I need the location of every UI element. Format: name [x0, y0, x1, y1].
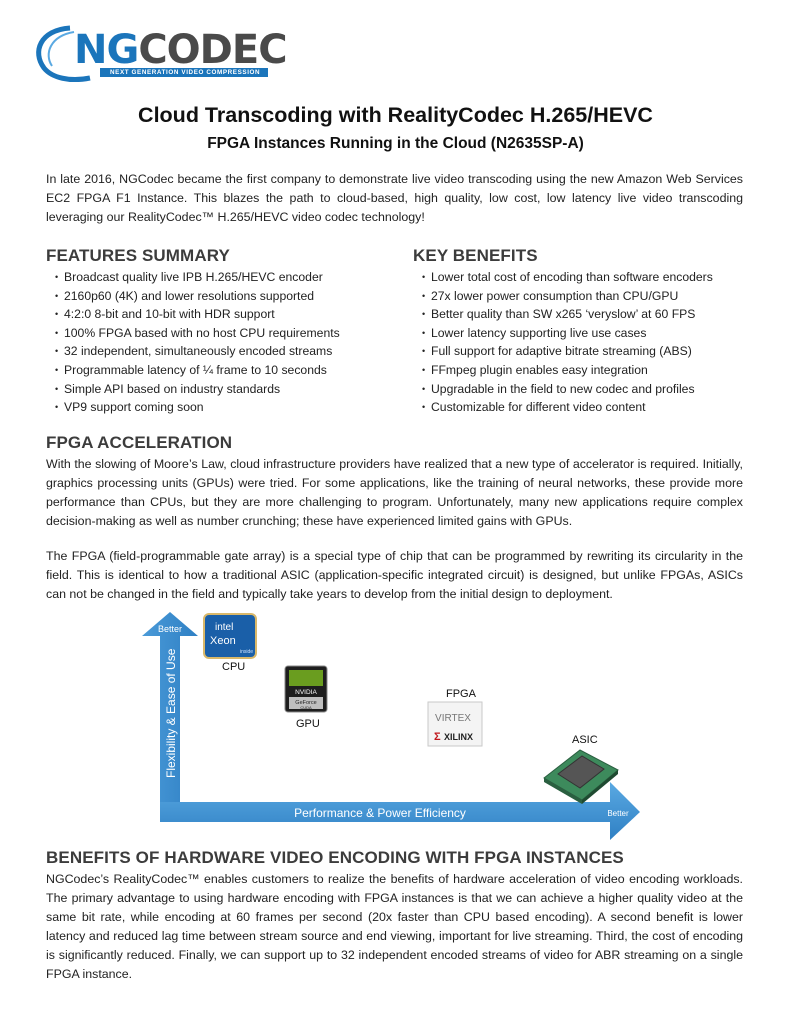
x-axis-arrow	[160, 782, 640, 840]
svg-text:GeForce: GeForce	[295, 700, 316, 706]
svg-text:CUDA: CUDA	[300, 705, 312, 710]
hardware-encoding-heading: BENEFITS OF HARDWARE VIDEO ENCODING WITH…	[46, 848, 624, 867]
x-better-label: Better	[607, 809, 629, 818]
svg-text:XILINX: XILINX	[444, 732, 473, 742]
logo-wordmark: NGCODEC	[74, 27, 288, 73]
gpu-label: GPU	[296, 718, 320, 730]
svg-text:inside: inside	[240, 649, 253, 655]
svg-text:NVIDIA: NVIDIA	[295, 689, 317, 696]
page-subtitle: FPGA Instances Running in the Cloud (N26…	[207, 135, 584, 152]
benefits-heading: KEY BENEFITS	[413, 246, 538, 265]
list-item: Upgradable in the field to new codec and…	[413, 380, 713, 399]
svg-text:Xeon: Xeon	[210, 635, 236, 647]
svg-text:VIRTEX: VIRTEX	[435, 713, 471, 724]
intro-paragraph: In late 2016, NGCodec became the first c…	[46, 172, 743, 224]
fpga-label: FPGA	[446, 688, 477, 700]
chip-comparison-diagram: Better Flexibility & Ease of Use Perform…	[140, 608, 660, 840]
list-item: Lower total cost of encoding than softwa…	[413, 268, 713, 287]
list-item: 4:2:0 8-bit and 10-bit with HDR support	[46, 305, 340, 324]
features-list: Broadcast quality live IPB H.265/HEVC en…	[46, 268, 340, 417]
logo-swoosh-icon	[36, 25, 268, 83]
list-item: 32 independent, simultaneously encoded s…	[46, 342, 340, 361]
svg-text:Σ: Σ	[434, 731, 441, 743]
y-better-label: Better	[158, 624, 182, 634]
y-axis-label: Flexibility & Ease of Use	[164, 648, 178, 778]
list-item: Lower latency supporting live use cases	[413, 324, 713, 343]
benefits-list: Lower total cost of encoding than softwa…	[413, 268, 713, 417]
x-axis-label: Performance & Power Efficiency	[294, 806, 466, 820]
asic-label: ASIC	[572, 734, 598, 746]
list-item: FFmpeg plugin enables easy integration	[413, 361, 713, 380]
asic-chip-icon	[543, 749, 619, 804]
list-item: Better quality than SW x265 ‘veryslow’ a…	[413, 305, 713, 324]
svg-text:intel: intel	[215, 622, 233, 633]
list-item: 2160p60 (4K) and lower resolutions suppo…	[46, 287, 340, 306]
diagram-svg: Better Flexibility & Ease of Use Perform…	[142, 612, 640, 840]
fpga-paragraph-2: The FPGA (field-programmable gate array)…	[46, 549, 743, 601]
list-item: Programmable latency of ¼ frame to 10 se…	[46, 361, 340, 380]
fpga-paragraph-1: With the slowing of Moore’s Law, cloud i…	[46, 457, 743, 528]
cpu-label: CPU	[222, 661, 245, 673]
hardware-encoding-paragraph: NGCodec’s RealityCodec™ enables customer…	[46, 872, 743, 981]
intel-xeon-badge-icon: intel Xeon inside	[203, 613, 257, 659]
list-item: VP9 support coming soon	[46, 398, 340, 417]
list-item: 100% FPGA based with no host CPU require…	[46, 324, 340, 343]
ngcodec-logo: NGCODEC NEXT GENERATION VIDEO COMPRESSIO…	[30, 22, 288, 84]
list-item: Full support for adaptive bitrate stream…	[413, 342, 713, 361]
list-item: 27x lower power consumption than CPU/GPU	[413, 287, 713, 306]
list-item: Customizable for different video content	[413, 398, 713, 417]
page-title: Cloud Transcoding with RealityCodec H.26…	[138, 103, 653, 127]
logo-tagline: NEXT GENERATION VIDEO COMPRESSION	[110, 69, 261, 76]
fpga-acceleration-heading: FPGA ACCELERATION	[46, 433, 233, 452]
nvidia-geforce-badge-icon: NVIDIA GeForce CUDA	[284, 665, 328, 713]
features-heading: FEATURES SUMMARY	[46, 246, 230, 265]
xilinx-virtex-badge-icon: VIRTEX Σ XILINX	[427, 701, 483, 747]
list-item: Broadcast quality live IPB H.265/HEVC en…	[46, 268, 340, 287]
list-item: Simple API based on industry standards	[46, 380, 340, 399]
y-axis-arrow	[142, 612, 198, 808]
